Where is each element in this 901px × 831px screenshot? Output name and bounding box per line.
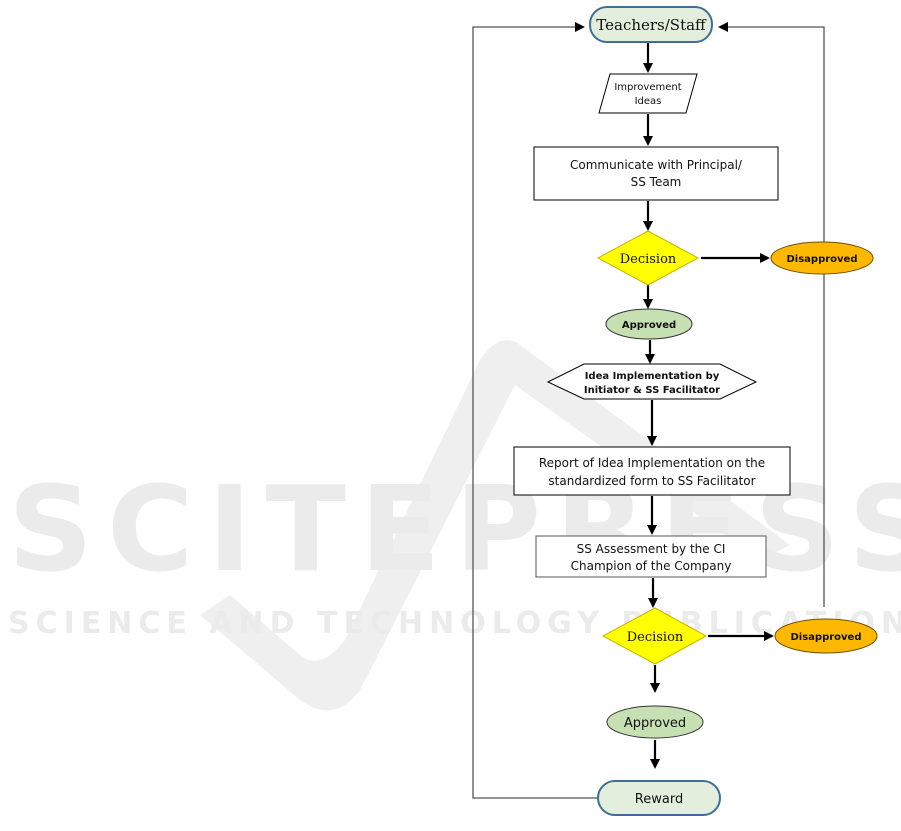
approved-ellipse-2: Approved (606, 705, 704, 739)
watermark: SCITEPRESS SCIENCE AND TECHNOLOGY PUBLIC… (8, 340, 901, 711)
implementation-label-line2: Initiator & SS Facilitator (584, 385, 720, 396)
report-label-line2: standardized form to SS Facilitator (548, 474, 755, 488)
communicate-label-line1: Communicate with Principal/ (570, 158, 743, 172)
disapproved-ellipse-1: Disapproved (770, 241, 874, 275)
disapproved1-label: Disapproved (786, 254, 857, 265)
implementation-hexagon: Idea Implementation by Initiator & SS Fa… (546, 363, 758, 400)
end-terminal: Reward (597, 780, 721, 816)
input-label-line2: Ideas (635, 96, 662, 107)
implementation-label-line1: Idea Implementation by (585, 371, 720, 382)
feedback-line-right-top (718, 22, 825, 243)
start-terminal: Teachers/Staff (589, 6, 713, 43)
assessment-label-line1: SS Assessment by the CI (577, 542, 726, 556)
communicate-process-box: Communicate with Principal/ SS Team (533, 146, 779, 201)
flow-arrows (643, 43, 774, 769)
communicate-label-line2: SS Team (631, 175, 682, 189)
input-label-line1: Improvement (614, 82, 681, 93)
assessment-label-line2: Champion of the Company (571, 559, 732, 573)
decision2-label: Decision (627, 630, 684, 645)
approved-ellipse-1: Approved (605, 308, 693, 340)
decision-diamond-2: Decision (601, 607, 708, 665)
input-parallelogram: Improvement Ideas (598, 73, 698, 114)
disapproved-ellipse-2: Disapproved (774, 618, 878, 654)
disapproved2-label: Disapproved (790, 632, 861, 643)
decision1-label: Decision (620, 252, 677, 267)
approved1-label: Approved (622, 320, 676, 331)
end-terminal-label: Reward (635, 792, 683, 807)
watermark-swoosh (200, 340, 790, 711)
assessment-process-box: SS Assessment by the CI Champion of the … (535, 535, 767, 578)
approved2-label: Approved (624, 716, 686, 731)
feedback-line-left (472, 22, 598, 799)
report-label-line1: Report of Idea Implementation on the (539, 456, 765, 470)
report-process-box: Report of Idea Implementation on the sta… (513, 446, 791, 496)
start-terminal-label: Teachers/Staff (596, 16, 707, 34)
decision-diamond-1: Decision (596, 230, 700, 286)
